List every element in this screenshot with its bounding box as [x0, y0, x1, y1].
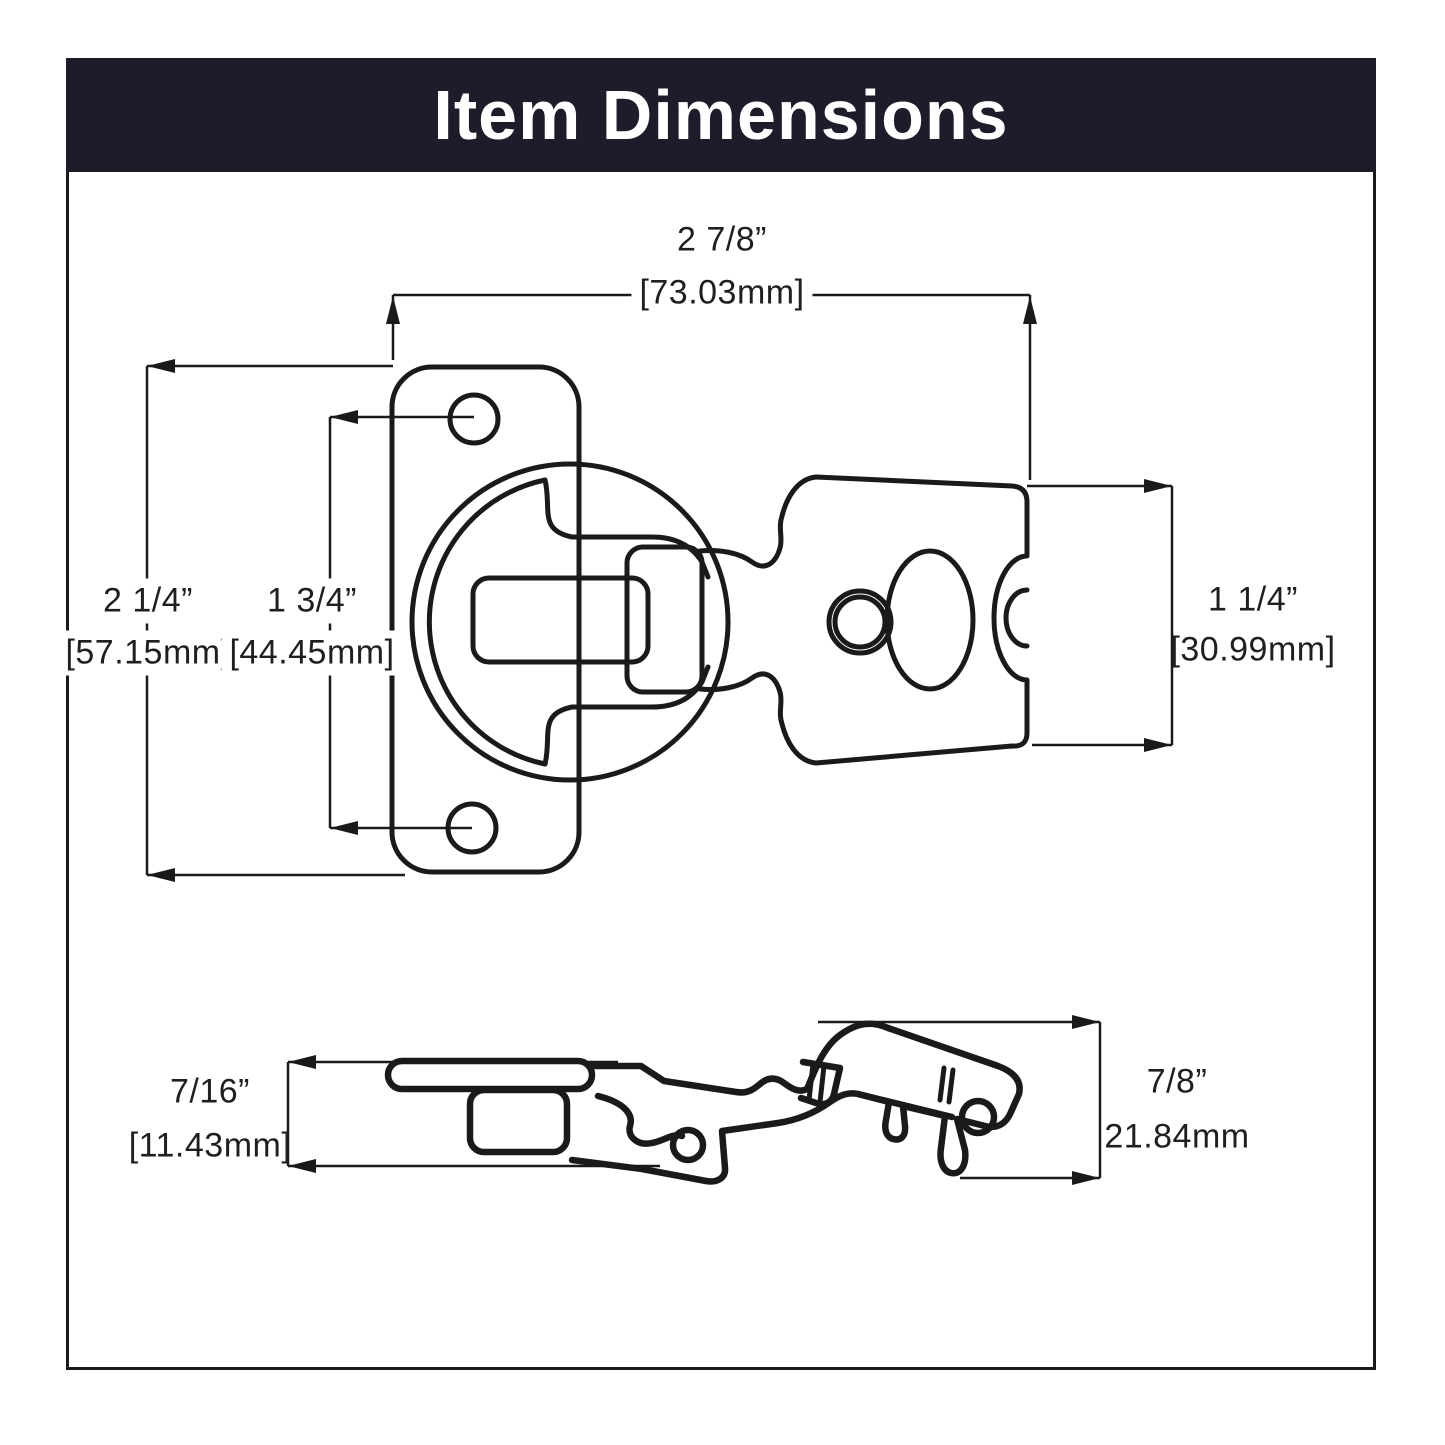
side-wing-hole: [958, 1097, 998, 1137]
arm-oval-slot: [884, 548, 976, 692]
dim-overall-width-mm: [73.03mm]: [631, 270, 813, 316]
mounting-plate: [389, 364, 582, 875]
side-flange: [384, 1057, 596, 1093]
dim-arm-height-mm: [30.99mm]: [1170, 630, 1336, 669]
header-bar: Item Dimensions: [66, 58, 1376, 172]
side-cup: [466, 1086, 571, 1156]
dim-plate-height-inches: 2 1/4”: [95, 578, 201, 624]
dim-side-depth-mm: [11.43mm]: [128, 1126, 292, 1165]
page-title: Item Dimensions: [433, 76, 1009, 154]
dim-side-height-mm: 21.84mm: [1104, 1117, 1250, 1156]
dim-plate-height-mm: [57.15mm]: [57, 630, 239, 676]
dim-side-height-inches: 7/8”: [1146, 1062, 1208, 1101]
arm-screw-hole-outer: [826, 588, 894, 656]
screw-hole-top: [447, 392, 501, 446]
dim-side-depth-inches: 7/16”: [170, 1072, 250, 1111]
dimension-lines: [145, 293, 1174, 1185]
side-profile-outline: [588, 1020, 1023, 1177]
hinge-cup-circle: [409, 461, 731, 783]
dim-overall-width-inches: 2 7/8”: [677, 220, 767, 259]
dim-hole-spacing-mm: [44.45mm]: [221, 630, 403, 676]
cup-link: [624, 544, 705, 695]
side-view: [384, 1020, 1023, 1185]
top-view: [389, 364, 1030, 875]
side-cup-hole: [669, 1126, 707, 1164]
hinge-arm-outline: [697, 474, 1030, 766]
dim-arm-height-inches: 1 1/4”: [1208, 580, 1298, 619]
arm-screw-hole-inner: [832, 594, 888, 650]
dim-hole-spacing-inches: 1 3/4”: [259, 578, 365, 624]
cup-slot: [470, 575, 651, 665]
